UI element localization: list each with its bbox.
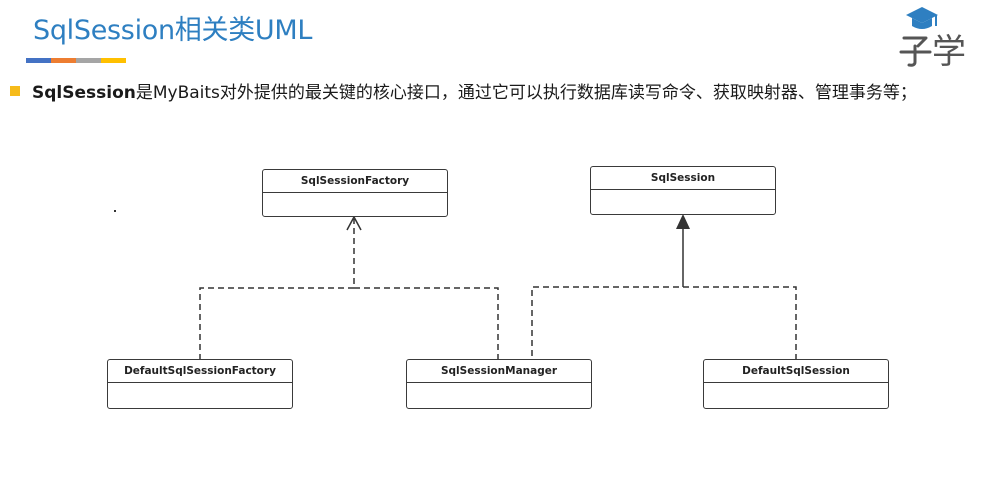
accent-yellow: [101, 58, 126, 63]
uml-class-defaultsqlsession: DefaultSqlSession: [703, 359, 889, 409]
accent-orange: [51, 58, 76, 63]
class-name: SqlSession: [591, 167, 775, 190]
uml-class-sqlsessionfactory: SqlSessionFactory: [262, 169, 448, 217]
stray-dot: [114, 210, 116, 212]
description-keyword: SqlSession: [32, 83, 136, 103]
slide-title: SqlSession相关类UML: [33, 15, 313, 46]
class-name: SqlSessionFactory: [263, 170, 447, 193]
graduation-cap-icon: [906, 7, 938, 29]
filled-arrowhead-icon: [676, 214, 690, 229]
class-name: DefaultSqlSessionFactory: [108, 360, 292, 383]
class-name: DefaultSqlSession: [704, 360, 888, 383]
realization-edge-default-factory: [199, 219, 355, 360]
title-accent-bar: [26, 58, 126, 63]
uml-class-defaultsqlsessionfactory: DefaultSqlSessionFactory: [107, 359, 293, 409]
realization-edge-default-session: [531, 286, 797, 360]
brand-logo: 学: [898, 2, 982, 72]
realization-edge-manager-factory: [354, 287, 499, 360]
description-text: SqlSession是MyBaits对外提供的最关键的核心接口，通过它可以执行数…: [32, 77, 932, 110]
logo-text: 学: [932, 32, 966, 68]
accent-gray: [76, 58, 101, 63]
uml-class-sqlsessionmanager: SqlSessionManager: [406, 359, 592, 409]
class-name: SqlSessionManager: [407, 360, 591, 383]
accent-blue: [26, 58, 51, 63]
description-body: 是MyBaits对外提供的最关键的核心接口，通过它可以执行数据库读写命令、获取映…: [135, 83, 917, 103]
bullet-marker: [10, 86, 20, 96]
uml-class-sqlsession: SqlSession: [590, 166, 776, 215]
open-arrowhead-icon: [346, 215, 362, 231]
